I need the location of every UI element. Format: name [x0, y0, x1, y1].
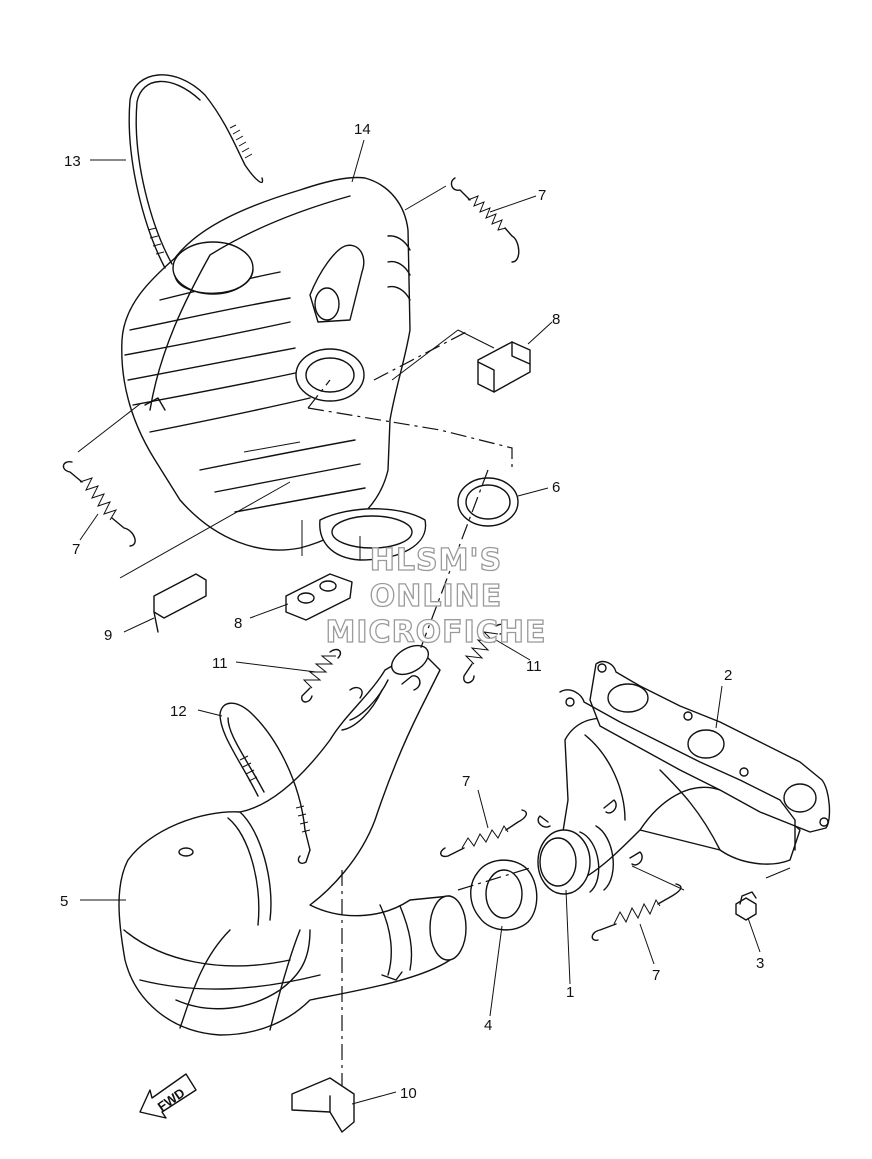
callout-6: 6 — [552, 479, 560, 496]
gasket-sleeve-part-4[interactable] — [470, 859, 538, 931]
callout-8a: 8 — [552, 311, 560, 328]
callout-1: 1 — [566, 984, 574, 1001]
callout-7a: 7 — [538, 187, 546, 204]
callout-7c: 7 — [462, 773, 470, 790]
watermark-line-1: HLSM'S — [370, 543, 502, 578]
bracket-part-10[interactable] — [291, 1077, 355, 1133]
callout-11b: 11 — [526, 658, 542, 675]
spring-part-7-bottom[interactable] — [591, 883, 682, 941]
callout-9: 9 — [104, 627, 112, 644]
forward-direction-arrow: FWD — [139, 1073, 197, 1119]
bracket-part-8-lower[interactable] — [285, 573, 353, 621]
callout-7b: 7 — [72, 541, 80, 558]
center-lines — [307, 329, 531, 1086]
leader-lines — [77, 139, 791, 1105]
manifold-flange — [559, 689, 796, 851]
callout-8b: 8 — [234, 615, 242, 632]
watermark-line-2: ONLINE — [370, 579, 503, 614]
hanger-cable-part-12[interactable] — [219, 702, 311, 865]
callout-labels: 1 2 3 4 5 6 7 7 7 7 8 8 9 10 11 11 12 13… — [60, 121, 764, 1102]
manifold-gasket-part-2[interactable] — [589, 660, 831, 833]
callout-5: 5 — [60, 893, 68, 910]
gasket-ring-part-6[interactable] — [457, 477, 519, 527]
spring-part-7-middle[interactable] — [440, 809, 528, 858]
bracket-part-9[interactable] — [153, 573, 207, 633]
spring-part-11-right[interactable] — [463, 623, 507, 684]
spring-part-11-left[interactable] — [301, 648, 342, 703]
callout-3: 3 — [756, 955, 764, 972]
callout-4: 4 — [484, 1017, 492, 1034]
callout-13: 13 — [64, 153, 81, 170]
callout-11a: 11 — [212, 655, 228, 672]
watermark: HLSM'S ONLINE MICROFICHE — [325, 542, 547, 650]
callout-7d: 7 — [652, 967, 660, 984]
spring-part-7-left[interactable] — [62, 461, 136, 547]
hanger-cable-part-13[interactable] — [128, 74, 264, 269]
expansion-chamber-part-5[interactable] — [118, 640, 467, 1036]
callout-10: 10 — [400, 1085, 417, 1102]
spring-part-7-top[interactable] — [450, 177, 520, 263]
callout-12: 12 — [170, 703, 187, 720]
callout-2: 2 — [724, 667, 732, 684]
bracket-part-8-upper[interactable] — [477, 341, 531, 393]
muffler-part-14[interactable] — [121, 176, 427, 561]
bolt-part-3[interactable] — [735, 891, 757, 921]
watermark-line-3: MICROFICHE — [326, 615, 547, 650]
exhaust-manifold-part-1[interactable] — [537, 717, 801, 895]
callout-14: 14 — [354, 121, 371, 138]
